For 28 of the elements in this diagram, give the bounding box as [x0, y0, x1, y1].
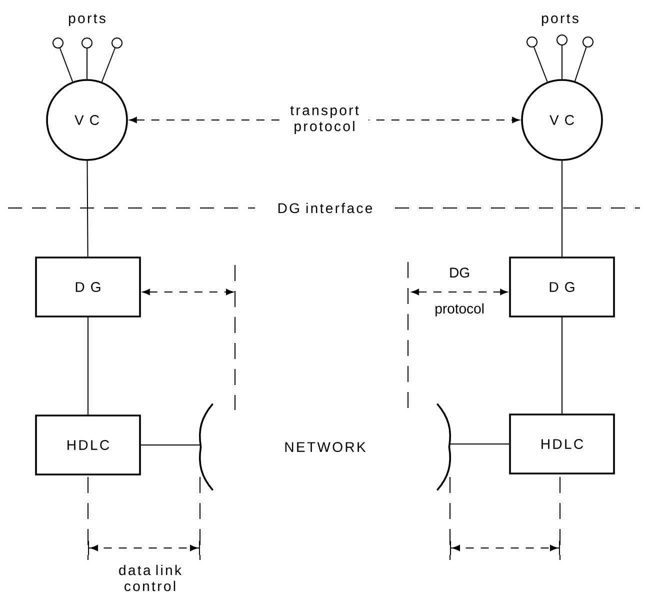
edge-label: transport protocol [280, 104, 368, 136]
process-box: D G [509, 256, 615, 318]
process-box: HDLC [35, 414, 141, 476]
arrow [142, 288, 234, 296]
port-circle [52, 38, 64, 48]
span-label: data link control [119, 564, 182, 592]
connector-line [140, 444, 202, 446]
network-cloud: NETWORK [198, 403, 452, 491]
connector-line [533, 46, 548, 82]
port-circle [526, 36, 538, 48]
circle-node: V C [521, 79, 603, 161]
port-circle [82, 38, 92, 48]
port-circle [556, 34, 568, 46]
edge-label: DG protocol [436, 268, 484, 316]
port-circle [582, 36, 594, 48]
interface-label: DG interface [276, 202, 374, 214]
circle-node: V C [46, 79, 128, 161]
process-box: HDLC [509, 414, 615, 474]
arrow [412, 288, 508, 296]
connector-line [574, 46, 587, 82]
ports-label: ports [542, 14, 578, 26]
process-box: D G [35, 256, 141, 318]
connector-line [59, 48, 74, 82]
connector-line [101, 48, 116, 82]
port-circle [112, 38, 122, 48]
connector-line [86, 160, 88, 258]
connector-line [86, 48, 88, 80]
ports-label: ports [69, 14, 106, 26]
